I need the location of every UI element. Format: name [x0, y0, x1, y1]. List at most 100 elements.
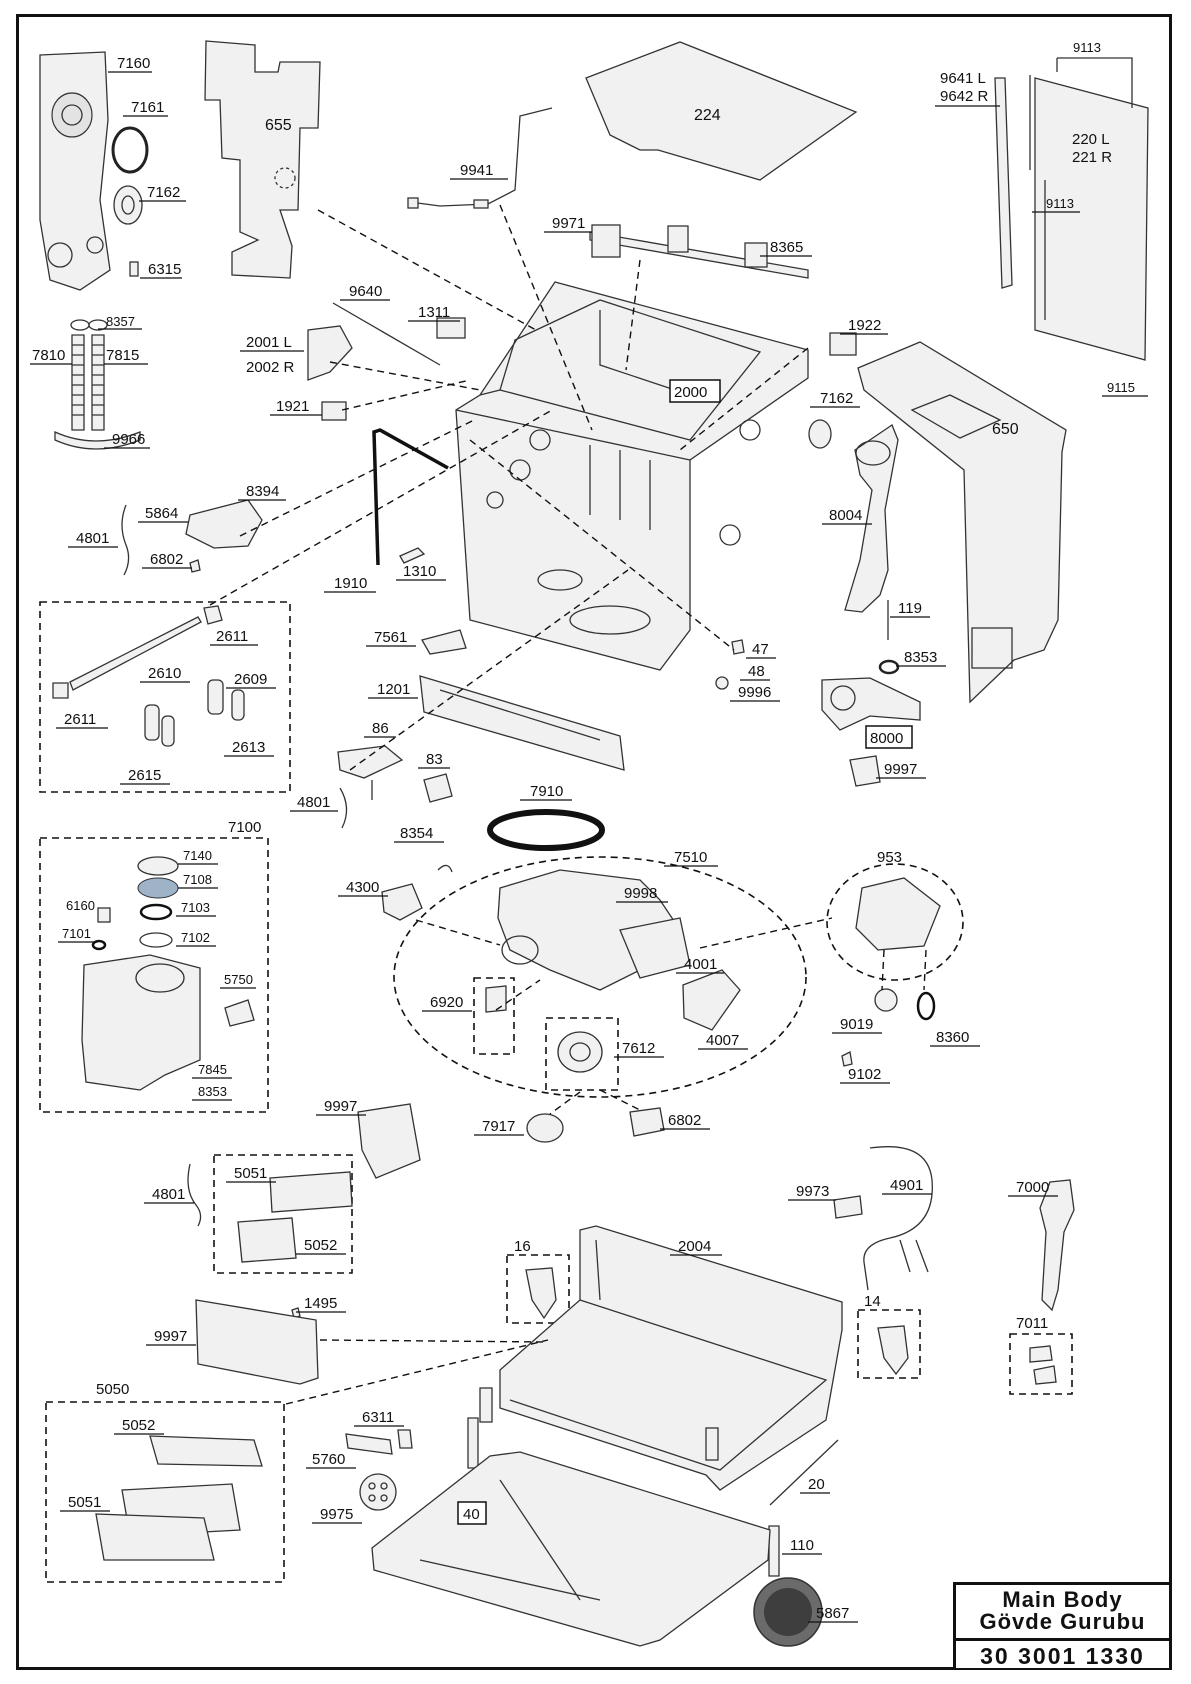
label-6315: 6315 — [148, 261, 181, 278]
label-953: 953 — [877, 849, 902, 866]
drain-pump-part — [855, 877, 941, 951]
motor-part-4300 — [381, 883, 423, 921]
part-5760 — [345, 1433, 393, 1455]
side-seal-strip-part — [994, 77, 1013, 289]
label-4007: 4007 — [706, 1032, 739, 1049]
bracket-7561-part — [421, 629, 467, 655]
bracket-2001-part — [307, 325, 353, 381]
label-7510: 7510 — [674, 849, 707, 866]
label-7162a: 7162 — [147, 184, 180, 201]
leader-lines — [209, 204, 927, 1405]
title-block: Main Body Gövde Gurubu 30 3001 1330 — [953, 1582, 1169, 1669]
filter-disc-9975-part — [359, 1473, 397, 1511]
power-cable-4901-part — [863, 1146, 933, 1291]
label-16: 16 — [514, 1238, 531, 1255]
label-655: 655 — [265, 117, 292, 134]
title-divider — [956, 1638, 1169, 1641]
label-4001: 4001 — [684, 956, 717, 973]
label-4801a: 4801 — [76, 530, 109, 547]
label-box-8000 — [865, 725, 913, 749]
label-7561: 7561 — [374, 629, 407, 646]
gasket-7910-part — [487, 809, 605, 851]
label-9997a: 9997 — [884, 761, 917, 778]
label-4300: 4300 — [346, 879, 379, 896]
label-7845: 7845 — [198, 1062, 227, 1077]
label-5864: 5864 — [145, 505, 178, 522]
seal-strip-9640-part — [332, 302, 441, 366]
document-code: 30 3001 1330 — [980, 1643, 1145, 1669]
bracket-1922-part — [829, 332, 857, 356]
label-8365: 8365 — [770, 239, 803, 256]
insulation-panel-part — [204, 40, 321, 279]
base-plate-40-part — [371, 1451, 771, 1647]
label-9975: 9975 — [320, 1506, 353, 1523]
label-221: 221 R — [1072, 149, 1112, 166]
label-6802a: 6802 — [150, 551, 183, 568]
gasket-ring-part — [111, 126, 149, 174]
label-8353a: 8353 — [904, 649, 937, 666]
label-2615: 2615 — [128, 767, 161, 784]
label-9102: 9102 — [848, 1066, 881, 1083]
control-board-kit-a-group — [213, 1154, 353, 1274]
label-8357: 8357 — [106, 314, 135, 329]
bracket-9997b-part — [357, 1103, 421, 1179]
label-9998: 9998 — [624, 885, 657, 902]
inlet-valve-7011-group — [1009, 1333, 1073, 1395]
label-9973: 9973 — [796, 1183, 829, 1200]
valve-16-group — [506, 1254, 570, 1324]
label-2000: 2000 — [674, 384, 707, 401]
label-220: 220 L — [1072, 131, 1110, 148]
label-7100: 7100 — [228, 819, 261, 836]
title-english: Main Body — [1002, 1587, 1123, 1612]
label-9997c: 9997 — [154, 1328, 187, 1345]
label-box-40 — [457, 1501, 487, 1525]
label-2609: 2609 — [234, 671, 267, 688]
label-20: 20 — [808, 1476, 825, 1493]
label-7011: 7011 — [1016, 1315, 1048, 1332]
label-7160: 7160 — [117, 55, 150, 72]
label-9941: 9941 — [460, 162, 493, 179]
label-1922: 1922 — [848, 317, 881, 334]
control-board-kit-b-group — [45, 1401, 285, 1583]
valve-6920-group — [473, 977, 515, 1055]
label-5052b: 5052 — [122, 1417, 155, 1434]
label-7140: 7140 — [183, 848, 212, 863]
inlet-hose-7000-part — [1039, 1179, 1075, 1312]
door-hinge-kit-group — [39, 601, 291, 793]
pump-7612-group — [545, 1017, 619, 1091]
cable-4801-part — [121, 504, 130, 576]
label-8354: 8354 — [400, 825, 433, 842]
label-9113b: 9113 — [1046, 196, 1074, 211]
clamp-8353-part — [878, 659, 900, 675]
flowmeter-disc-part — [113, 185, 143, 225]
label-9642: 9642 R — [940, 88, 989, 105]
label-7000: 7000 — [1016, 1179, 1049, 1196]
label-86: 86 — [372, 720, 389, 737]
label-7108: 7108 — [183, 872, 212, 887]
label-2611a: 2611 — [216, 628, 248, 645]
bracket-1921-part — [321, 401, 347, 421]
seal-strip-1910-part — [372, 428, 449, 566]
label-9640: 9640 — [349, 283, 382, 300]
label-7917: 7917 — [482, 1118, 515, 1135]
part-7917 — [526, 1113, 564, 1143]
title-turkish: Gövde Gurubu — [979, 1609, 1146, 1634]
callout-labels: 7160 7161 7162 6315 8357 7810 7815 9966 … — [30, 40, 1148, 1623]
detergent-dispenser-86-part — [337, 745, 404, 779]
base-frame-part — [479, 1225, 843, 1491]
label-4801b: 4801 — [297, 794, 330, 811]
label-7162b: 7162 — [820, 390, 853, 407]
label-1910: 1910 — [334, 575, 367, 592]
softener-housing-part — [39, 51, 111, 291]
label-8004: 8004 — [829, 507, 862, 524]
label-9966: 9966 — [112, 431, 145, 448]
label-650: 650 — [992, 421, 1019, 438]
fan-8000-part — [821, 677, 921, 731]
label-83: 83 — [426, 751, 443, 768]
label-2610: 2610 — [148, 665, 181, 682]
label-110: 110 — [790, 1537, 814, 1554]
label-7910: 7910 — [530, 783, 563, 800]
module-5864-part — [185, 499, 263, 549]
label-7612: 7612 — [622, 1040, 655, 1057]
label-1311: 1311 — [418, 304, 450, 321]
